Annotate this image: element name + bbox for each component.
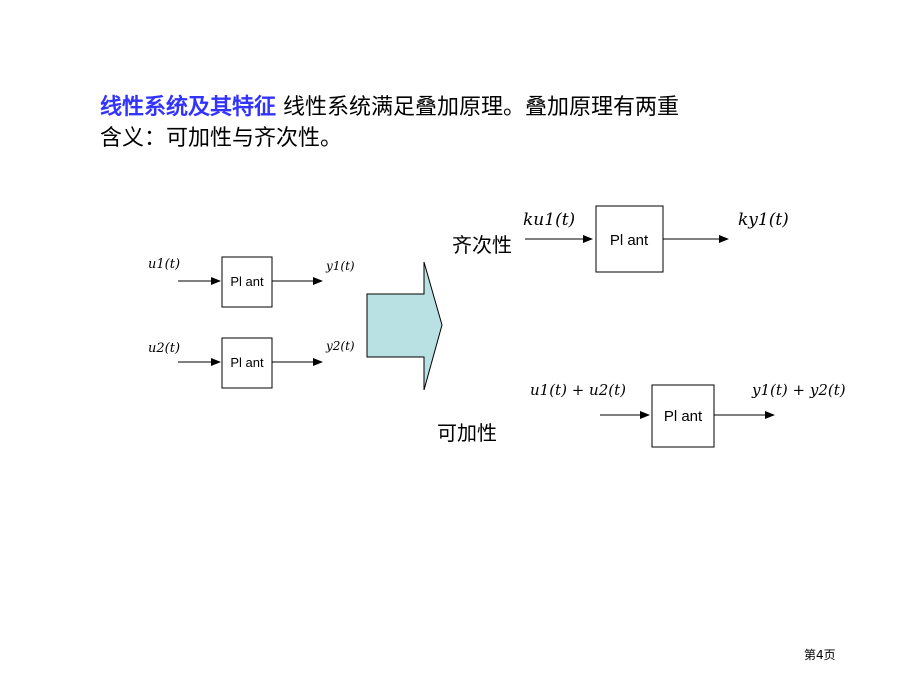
intro-text-line2: 含义：可加性与齐次性。 <box>100 126 343 151</box>
right-top-plant-label: Pl ant <box>610 232 649 249</box>
left-bottom-input-label: u2(t) <box>148 341 180 356</box>
left-bottom-plant-block <box>221 337 273 389</box>
right-top-plant-block <box>595 205 664 273</box>
left-top-input-label: u1(t) <box>148 257 180 272</box>
intro-text-line1: 线性系统满足叠加原理。叠加原理有两重 <box>283 95 680 120</box>
left-bottom-output-label: y2(t) <box>325 339 355 353</box>
right-top-system: ku1(t) Pl ant ky1(t) <box>523 205 789 273</box>
page-number: 第4页 <box>804 648 836 662</box>
right-top-input-label: ku1(t) <box>523 210 575 230</box>
transform-arrow <box>366 261 443 391</box>
left-top-plant-label: Pl ant <box>230 274 264 289</box>
right-bottom-output-label: y1(t) + y2(t) <box>751 381 846 399</box>
additivity-label: 可加性 <box>437 421 497 445</box>
right-top-output-label: ky1(t) <box>738 210 789 230</box>
right-bottom-system: u1(t) + u2(t) Pl ant y1(t) + y2(t) <box>530 381 846 448</box>
right-bottom-plant-label: Pl ant <box>664 408 703 425</box>
right-bottom-plant-block <box>651 384 715 448</box>
right-bottom-input-label: u1(t) + u2(t) <box>530 381 626 399</box>
left-top-system: u1(t) Pl ant y1(t) <box>148 256 355 308</box>
left-bottom-system: u2(t) Pl ant y2(t) <box>148 337 355 389</box>
intro-paragraph: 线性系统及其特征 线性系统满足叠加原理。叠加原理有两重含义：可加性与齐次性。 <box>100 92 800 154</box>
homogeneity-label: 齐次性 <box>452 233 512 257</box>
left-bottom-plant-label: Pl ant <box>230 355 264 370</box>
left-top-output-label: y1(t) <box>325 259 355 273</box>
left-top-plant-block <box>221 256 273 308</box>
intro-heading: 线性系统及其特征 <box>100 95 277 120</box>
